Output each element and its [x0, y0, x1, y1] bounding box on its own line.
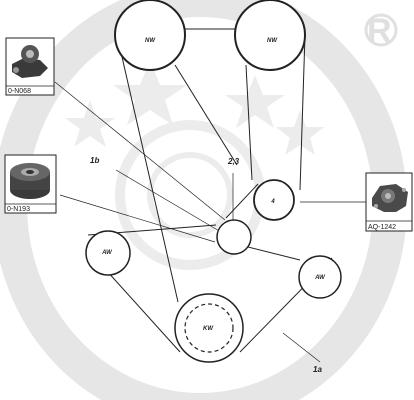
pulley-idler-left: AW — [85, 230, 131, 276]
pulley-camshaft-left: NW — [114, 0, 186, 71]
part-code-tensioner: 0-N068 — [8, 88, 31, 95]
part-thumbnail-tensioner: 0-N068 — [5, 37, 55, 96]
callout-tensioner: 1b — [90, 156, 99, 165]
svg-text:4: 4 — [270, 199, 275, 205]
svg-text:NW: NW — [267, 38, 278, 44]
svg-text:AW: AW — [101, 250, 113, 256]
part-code-roller: 0-N193 — [7, 206, 30, 213]
leader-lines — [54, 81, 367, 363]
part-code-water-pump: AQ-1242 — [368, 224, 396, 231]
callout-idler-group: 2,3 — [227, 157, 240, 166]
water-pump-icon — [372, 184, 408, 212]
timing-belt — [87, 28, 333, 353]
svg-text:KW: KW — [203, 326, 214, 332]
callout-belt: 1a — [313, 365, 322, 374]
pulley-idler-center — [216, 219, 252, 255]
part-thumbnail-water-pump: AQ-1242 — [365, 172, 413, 232]
svg-text:AW: AW — [314, 275, 326, 281]
part-thumbnail-roller: 0-N193 — [4, 154, 57, 214]
pulley-water-pump: 4 — [253, 179, 295, 221]
pulley-crankshaft: KW — [174, 293, 244, 363]
tensioner-icon — [12, 45, 48, 78]
pulley-idler-right: AW — [298, 255, 342, 299]
pulley-camshaft-right: NW — [234, 0, 306, 71]
roller-icon — [10, 163, 50, 199]
svg-text:NW: NW — [145, 38, 156, 44]
